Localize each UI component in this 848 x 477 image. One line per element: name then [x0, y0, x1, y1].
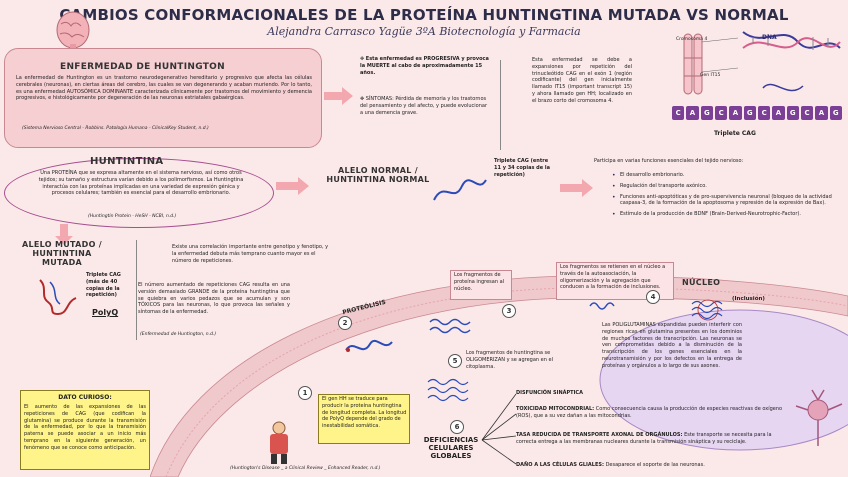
- protein-fragment-icon: [345, 339, 393, 352]
- cell-source: (Huntington's Disease _ a Clinical Revie…: [230, 466, 381, 471]
- step-number: 1: [298, 386, 312, 400]
- progresiva-item-2: ✥ SÍNTOMAS: Pérdida de memoria y los tra…: [360, 96, 487, 116]
- mutado-source: (Enfermedad de Huntington, n.d.): [140, 332, 217, 337]
- funcion-item: El desarrollo embrionario.: [612, 172, 842, 180]
- cromosoma-label: Cromosoma 4: [676, 37, 708, 42]
- normal-protein-icon: [433, 179, 487, 201]
- arrow-right-icon: [560, 179, 593, 197]
- step4-text: Los fragmentos se retienen en el núcleo …: [560, 264, 666, 291]
- codon-tile: G: [700, 106, 713, 120]
- polyq-label: PolyQ: [92, 308, 119, 317]
- normal-triplete: Triplete CAG (entre 11 y 34 copias de la…: [494, 158, 550, 178]
- page-subtitle: Alejandra Carrasco Yagüe 3ºA Biotecnolog…: [267, 25, 581, 38]
- funcion-item: Regulación del transporte axónico.: [612, 183, 842, 191]
- brain-icon: [56, 11, 90, 52]
- arrow-down-icon: [55, 224, 73, 245]
- neuron-icon: [795, 389, 843, 446]
- enfermedad-text: La enfermedad de Huntington es un trasto…: [16, 75, 312, 102]
- deficit-item: TASA REDUCIDA DE TRANSPORTE AXONAL DE OR…: [516, 432, 772, 445]
- step5-text: Los fragmentos de huntingtina se OLIGOME…: [466, 350, 553, 370]
- normal-heading: ALELO NORMAL / HUNTINTINA NORMAL: [326, 166, 430, 184]
- aggregate-wave-icon: [427, 378, 469, 402]
- mutado-text-1: Existe una correlación importante entre …: [172, 244, 329, 264]
- funcion-item: Funciones anti-apoptóticas y de pro-supe…: [612, 194, 842, 208]
- enfermedad-source: (Sistema Nervioso Central - Robbins. Pat…: [22, 126, 209, 131]
- mutado-triplete: Triplete CAG (más de 40 copias de la rep…: [86, 272, 121, 299]
- codon-tile: A: [686, 106, 699, 120]
- curioso-heading: DATO CURIOSO:: [58, 394, 112, 401]
- arrow-right-icon: [276, 177, 309, 195]
- codon-tile: G: [743, 106, 756, 120]
- deficiencias-label: DEFICIENCIAS CELULARES GLOBALES: [423, 436, 479, 460]
- funcion-item: Estímulo de la producción de BDNF (Brain…: [612, 211, 842, 219]
- huntintina-heading: HUNTINTINA: [90, 156, 164, 167]
- dna-helix-icon: [742, 31, 841, 50]
- step-number: 4: [646, 290, 660, 304]
- deficit-item: DISFUNCIÓN SINÁPTICA: [516, 390, 583, 396]
- inclusion-icon: [691, 299, 723, 321]
- codon-tile: A: [815, 106, 828, 120]
- step-number: 5: [448, 354, 462, 368]
- mutado-protein-icon: [39, 279, 77, 316]
- branch-lines: [481, 393, 517, 465]
- nucleus-fragment-icon: [589, 302, 615, 310]
- step-number: 6: [450, 420, 464, 434]
- step3-text: Los fragmentos de proteína ingresan al n…: [454, 272, 505, 292]
- fragment-wave-icon: [429, 318, 471, 334]
- enfermedad-box: [4, 48, 322, 148]
- codon-tile: C: [757, 106, 771, 120]
- codon-tile: A: [729, 106, 742, 120]
- funciones-list: El desarrollo embrionario. Regulación de…: [612, 172, 842, 222]
- funciones-intro: Participa en varias funciones esenciales…: [594, 158, 744, 164]
- codon-tile: C: [800, 106, 814, 120]
- arrow-right-icon: [324, 87, 353, 105]
- deficit-item: DAÑO A LAS CÉLULAS GLIALES: Desaparece e…: [516, 462, 705, 468]
- enfermedad-heading: ENFERMEDAD DE HUNTINGTON: [60, 62, 225, 72]
- chromosome-icon: [683, 33, 703, 95]
- divider: [500, 60, 501, 150]
- curioso-text: El aumento de las expansiones de las rep…: [24, 404, 146, 451]
- mutado-text-2: El número aumentado de repeticiones CAG …: [138, 282, 290, 315]
- poliglutaminas-text: Las POLIGLUTAMINAS expandidas pueden int…: [602, 322, 742, 369]
- triplete-cag-label: Triplete CAG: [714, 130, 756, 137]
- step1-text: El gen HH se traduce para producir la pr…: [322, 396, 407, 429]
- cell-membrane: [150, 275, 848, 477]
- step3-box: [450, 270, 512, 300]
- huntintina-source: (Huntingtin Protein - HeSH - NCBI, n.d.): [88, 214, 177, 219]
- codon-tile: G: [829, 106, 842, 120]
- step1-box: [318, 394, 410, 444]
- codon-tile: C: [714, 106, 728, 120]
- gen-text: Esta enfermedad se debe a expansiones po…: [532, 57, 632, 104]
- nucleus-shape: [599, 309, 848, 451]
- codon-tile: C: [672, 106, 685, 120]
- scientist-icon: [270, 421, 288, 464]
- step-number: 3: [502, 304, 516, 318]
- deficit-item: TOXICIDAD MITOCONDRIAL: Como consecuenci…: [516, 406, 783, 419]
- gen-label: Gen IT15: [700, 73, 721, 78]
- nucleo-label: NÚCLEO: [682, 278, 721, 287]
- huntintina-text: Una PROTEÍNA que se expresa altamente en…: [38, 170, 244, 197]
- page-title: CAMBIOS CONFORMACIONALES DE LA PROTEÍNA …: [59, 6, 789, 24]
- step-number: 2: [338, 316, 352, 330]
- codon-tile: A: [772, 106, 785, 120]
- dna-label: DNA: [762, 34, 777, 41]
- inclusion-label: (Inclusión): [732, 296, 765, 302]
- divider: [136, 240, 137, 340]
- dna-illustration: [683, 31, 841, 95]
- mutado-heading: ALELO MUTADO / HUNTINTINA MUTADA: [22, 240, 102, 267]
- huntintina-oval: [4, 158, 274, 228]
- codon-tile: G: [786, 106, 799, 120]
- curioso-box: [20, 390, 150, 470]
- progresiva-item-1: ✥ Esta enfermedad es PROGRESIVA y provoc…: [360, 56, 489, 76]
